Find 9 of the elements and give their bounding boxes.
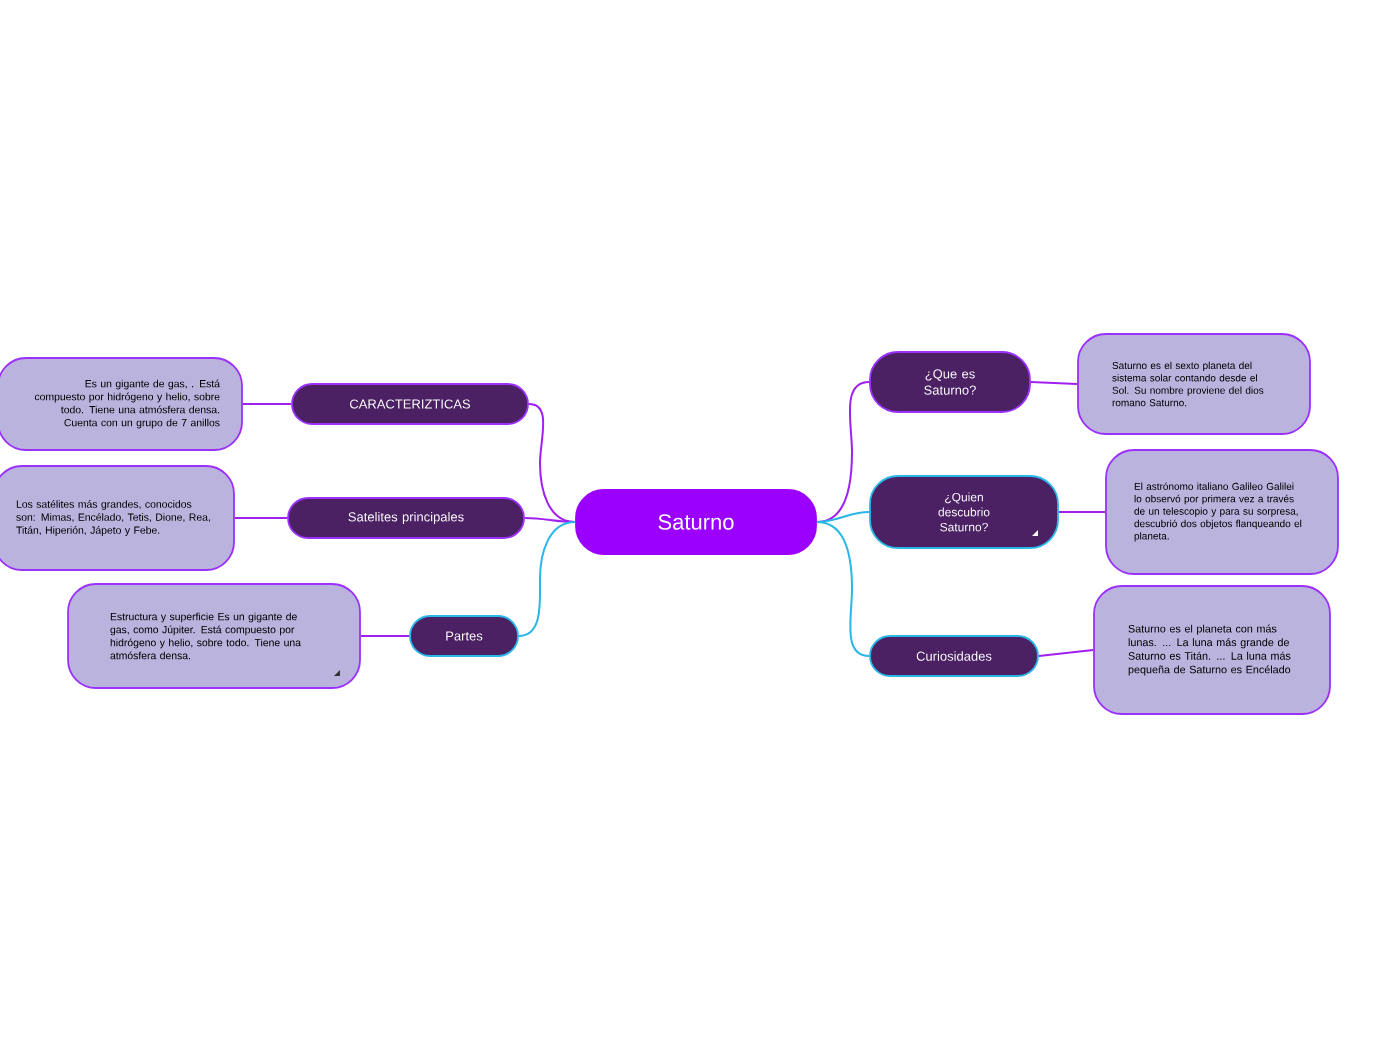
- connector: [815, 521, 871, 657]
- connector: [517, 521, 577, 637]
- connector: [1029, 381, 1079, 385]
- connector: [1057, 511, 1107, 513]
- connector: [359, 635, 411, 637]
- connector: [233, 517, 289, 519]
- connector: [241, 403, 293, 405]
- connector: [1037, 649, 1095, 657]
- central-topic: Saturno: [575, 489, 817, 555]
